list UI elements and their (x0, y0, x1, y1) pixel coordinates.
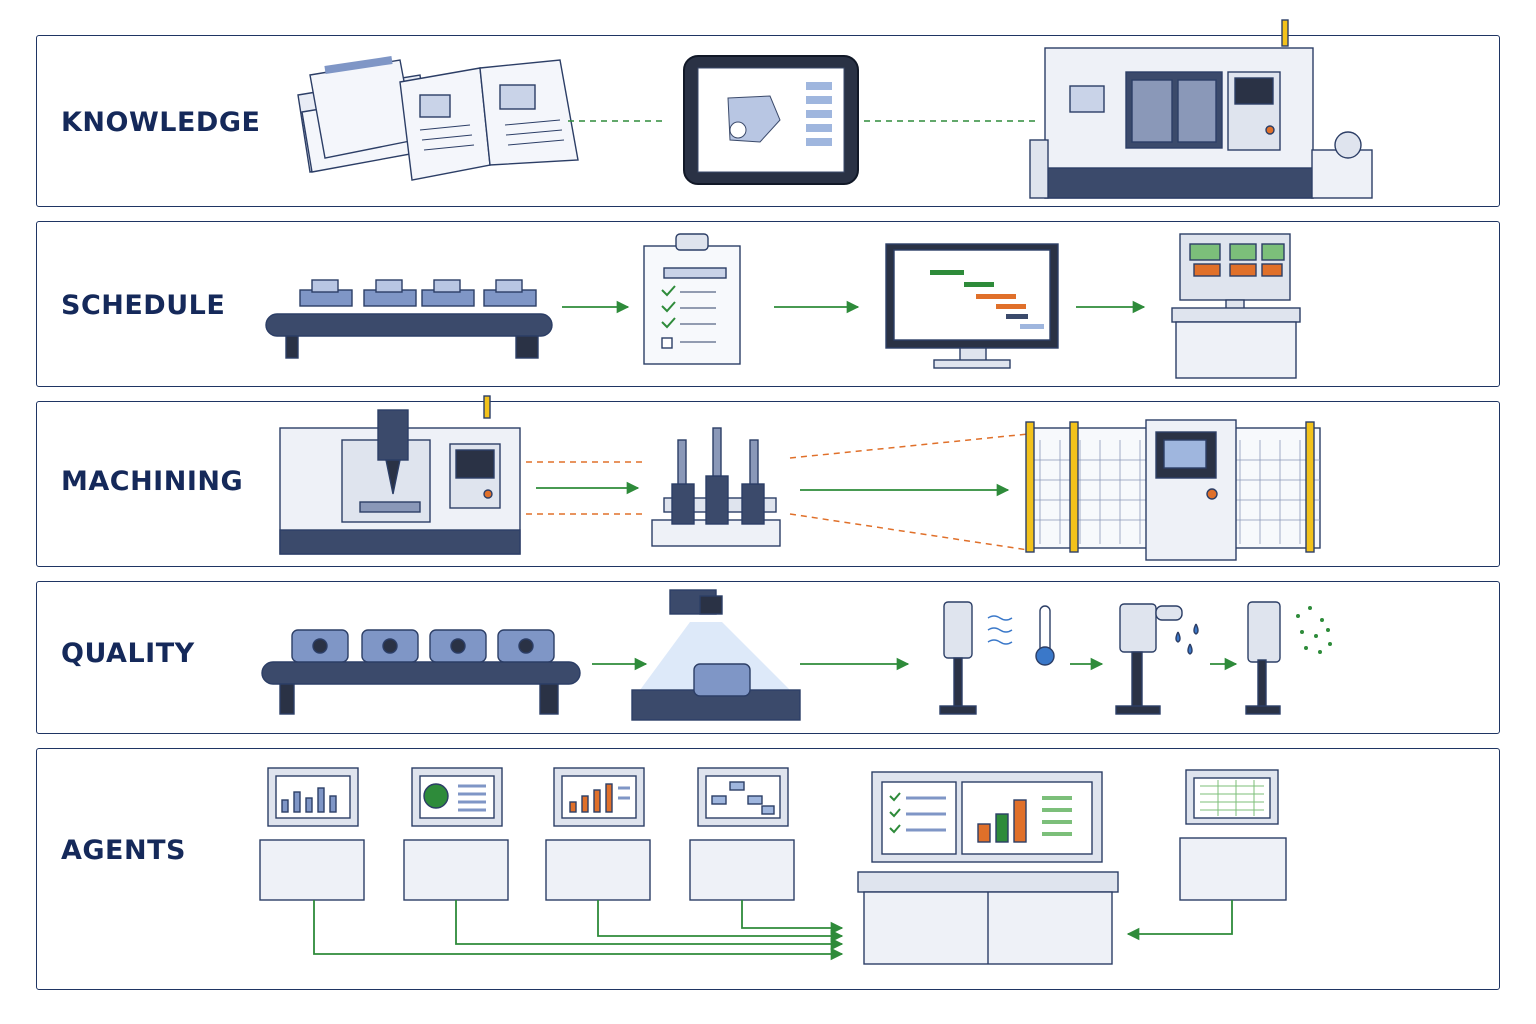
robot-cell-icon (1025, 419, 1321, 561)
checklist-clipboard-icon (643, 233, 741, 365)
tool-holders-icon (651, 427, 781, 547)
gantt-monitor-icon (885, 243, 1059, 369)
agent-terminal-icon-3 (545, 767, 651, 901)
row-label-schedule: SCHEDULE (61, 290, 226, 321)
dashed-flow-icon-4 (789, 513, 1029, 551)
agent-terminal-icon-4 (689, 767, 795, 901)
vertical-mill-icon (279, 395, 521, 555)
manual-books-icon (297, 56, 579, 181)
vision-camera-icon (631, 589, 801, 721)
conveyor-parts-icon (265, 279, 553, 359)
dashed-flow-icon-3 (789, 433, 1029, 459)
row-label-knowledge: KNOWLEDGE (61, 107, 261, 138)
conveyor-castings-icon (261, 629, 581, 715)
cnc-lathe-icon (1029, 19, 1373, 199)
sensors-icon (939, 601, 1332, 715)
agent-terminal-icon-2 (403, 767, 509, 901)
row-label-agents: AGENTS (61, 835, 186, 866)
workstation-terminal-icon (1171, 233, 1301, 379)
tablet-drawing-icon (683, 55, 859, 185)
agent-terminal-icon-5 (1179, 769, 1287, 901)
central-console-icon (857, 771, 1119, 965)
agent-connectors (313, 900, 1233, 961)
row-label-machining: MACHINING (61, 466, 244, 497)
row-label-quality: QUALITY (61, 638, 195, 669)
agent-terminal-icon (259, 767, 365, 901)
